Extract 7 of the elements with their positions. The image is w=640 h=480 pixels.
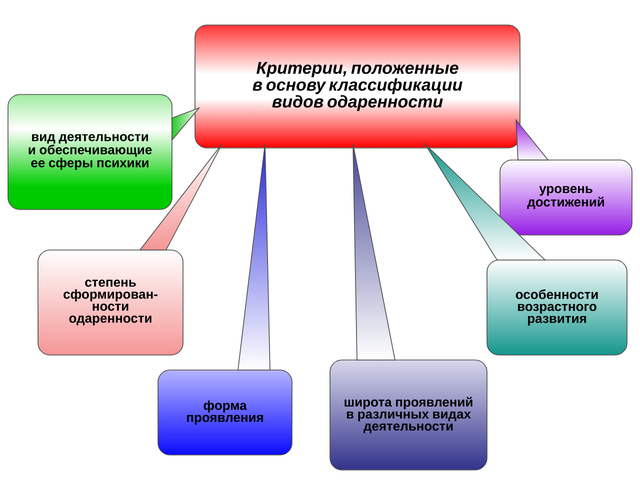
callout-box: форма проявления (158, 370, 292, 456)
callout-box: уровень достижений (500, 160, 632, 236)
callout-pointer (352, 144, 396, 360)
callout-box: особенности возрастного развития (486, 260, 628, 356)
callout-pointer (238, 144, 270, 370)
callout-box: степень сформирован-ности одаренности (38, 250, 184, 356)
callout-box: широта проявлений в различных видах деятельности (330, 360, 488, 470)
